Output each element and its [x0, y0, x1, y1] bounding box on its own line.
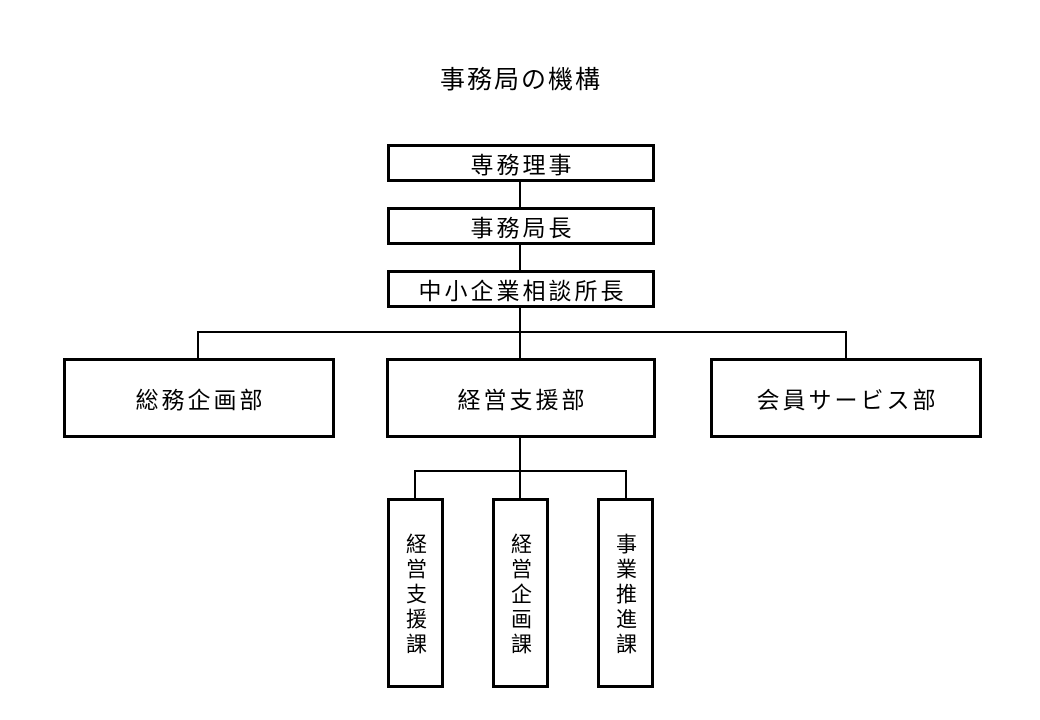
connector-dept-management-support [519, 331, 521, 358]
connector-dept-member-services [845, 331, 847, 358]
org-box-management-support-section: 経営支援課 [387, 498, 444, 688]
org-box-management-planning-section: 経営企画課 [492, 498, 549, 688]
org-box-secretary-general: 事務局長 [387, 207, 655, 245]
org-box-sme-consultation-director: 中小企業相談所長 [387, 270, 655, 308]
branch-line-departments [197, 331, 847, 333]
connector-l1-l2 [519, 181, 521, 208]
connector-section-business-promotion [625, 470, 627, 498]
connector-d2-branch [519, 437, 521, 471]
org-box-general-affairs-planning-dept: 総務企画部 [63, 358, 335, 438]
chart-title: 事務局の機構 [439, 67, 602, 94]
org-box-executive-director: 専務理事 [387, 144, 655, 182]
connector-section-management-support [414, 470, 416, 498]
org-box-management-support-dept: 経営支援部 [386, 358, 656, 438]
connector-dept-general-affairs [197, 331, 199, 358]
connector-l2-l3 [519, 244, 521, 271]
org-box-member-services-dept: 会員サービス部 [710, 358, 982, 438]
org-box-business-promotion-section: 事業推進課 [597, 498, 654, 688]
connector-section-management-planning [519, 470, 521, 498]
connector-l3-branch [519, 307, 521, 332]
